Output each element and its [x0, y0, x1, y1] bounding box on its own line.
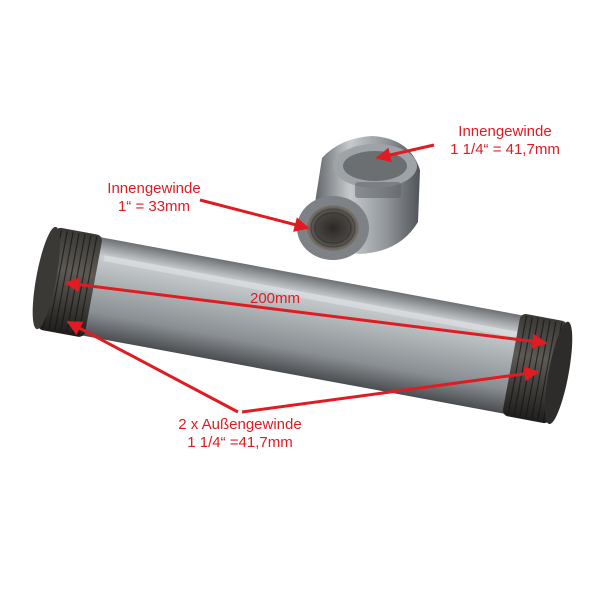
outer-thread-title: 2 x Außengewinde — [178, 416, 302, 433]
pipe-length-label: 200mm — [250, 290, 326, 308]
coupling-small-thread-label: Innengewinde 1“ = 33mm — [88, 180, 220, 216]
coupling-inner-thread-size: 1 1/4“ = 41,7mm — [450, 141, 560, 158]
outer-thread-size: 1 1/4“ =41,7mm — [187, 434, 293, 451]
coupling-small-thread-size: 1“ = 33mm — [117, 198, 191, 215]
outer-thread-label: 2 x Außengewinde 1 1/4“ =41,7mm — [162, 416, 318, 452]
coupling-inner-thread-label: Innengewinde 1 1/4“ = 41,7mm — [432, 123, 578, 159]
annotation-arrows — [64, 143, 548, 414]
pipe-length-value: 200mm — [250, 290, 301, 307]
reducing-coupling — [297, 136, 420, 260]
coupling-small-thread-title: Innengewinde — [107, 180, 201, 197]
coupling-inner-thread-title: Innengewinde — [458, 123, 552, 140]
pipe-nipple — [32, 226, 573, 425]
